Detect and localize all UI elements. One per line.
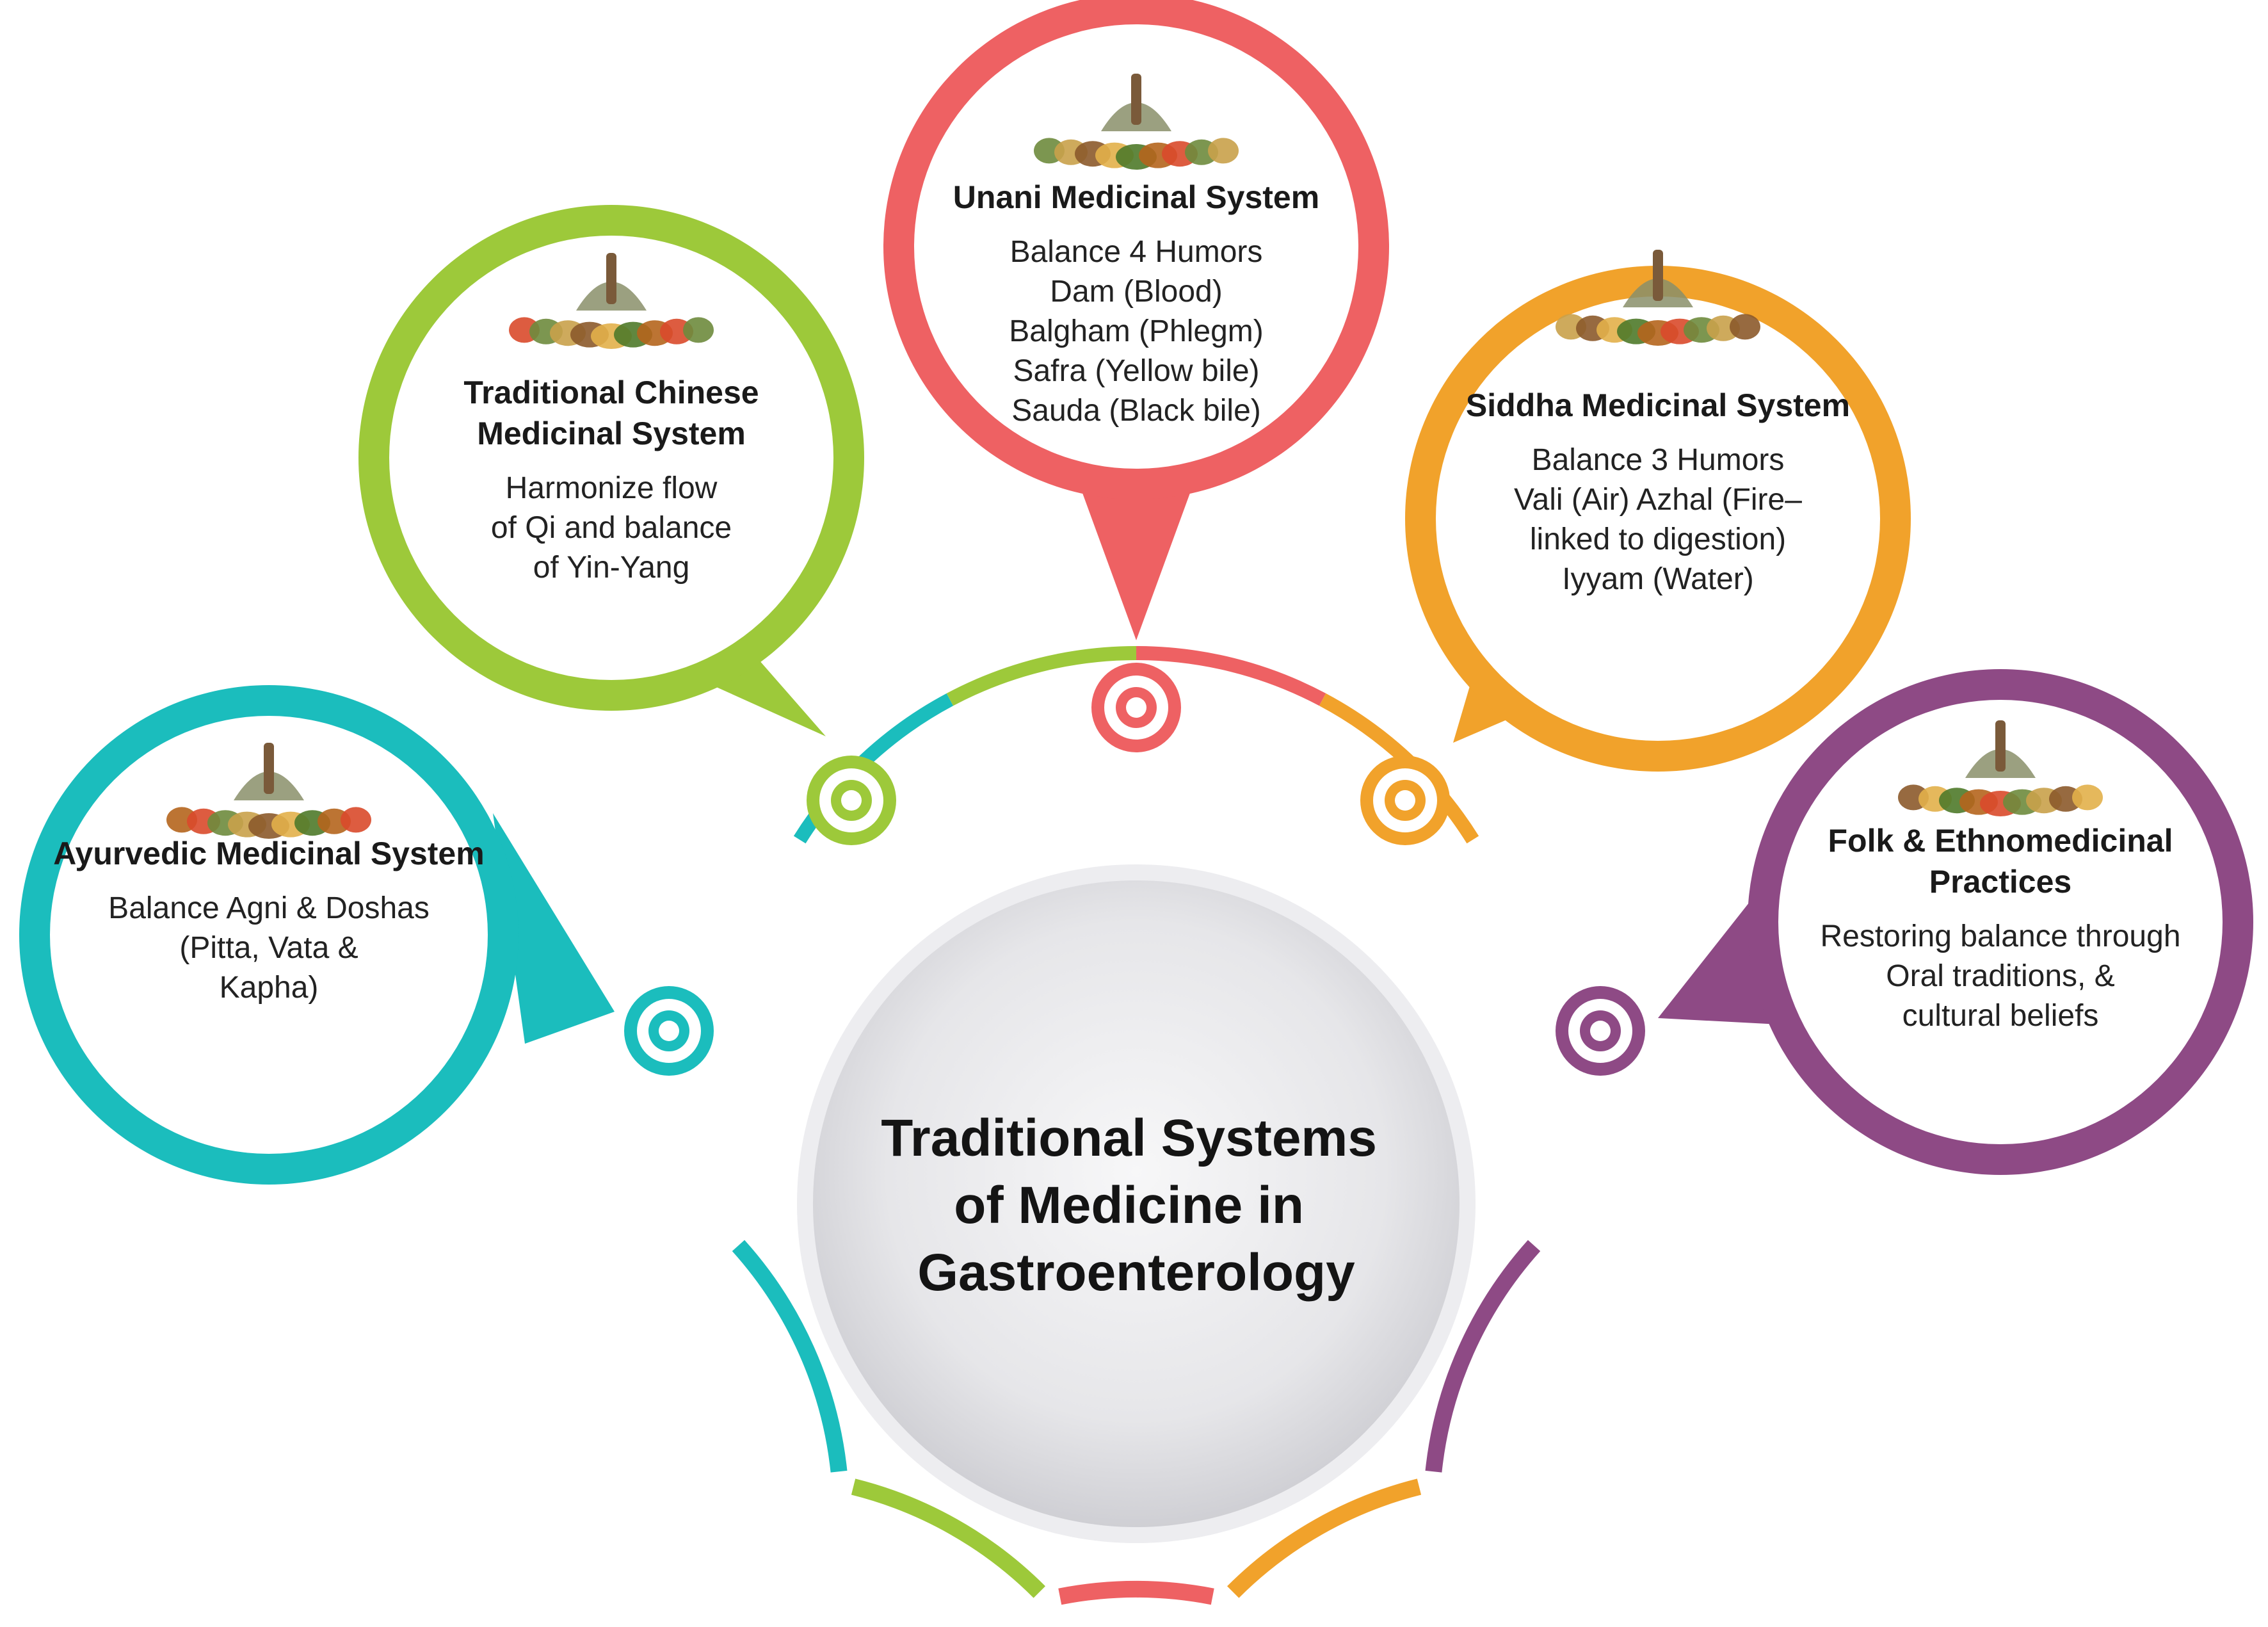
bubble-body-line: cultural beliefs bbox=[1902, 999, 2099, 1033]
bubble-body-line: Harmonize flow bbox=[506, 471, 718, 505]
bubble-body-line: Vali (Air) Azhal (Fire– bbox=[1514, 483, 1802, 517]
bubble-body-line: Oral traditions, & bbox=[1886, 959, 2114, 993]
outer-ring-siddha bbox=[1227, 1478, 1422, 1598]
bubble-face-siddha bbox=[1436, 296, 1880, 741]
healer-with-herbs-icon bbox=[1898, 720, 2103, 816]
mortar-and-spices-icon bbox=[166, 743, 371, 839]
bubble-body-ayurvedic: Balance Agni & Doshas (Pitta, Vata & Kapha… bbox=[108, 891, 430, 1005]
connector-arc-unani bbox=[1136, 646, 1326, 706]
dried-herbs-icon bbox=[509, 253, 714, 349]
bubble-body-line: Balgham (Phlegm) bbox=[1009, 314, 1264, 348]
bubble-body-line: Kapha) bbox=[220, 971, 319, 1005]
bubble-body-line: Balance 3 Humors bbox=[1532, 443, 1785, 477]
outer-ring-chinese bbox=[851, 1478, 1045, 1598]
node-folk bbox=[1556, 986, 1645, 1076]
node-unani bbox=[1091, 663, 1181, 752]
bubble-title-ayurvedic: Ayurvedic Medicinal System bbox=[53, 836, 484, 871]
bubble-tail-unani bbox=[1075, 474, 1197, 640]
bubble-body-line: Sauda (Black bile) bbox=[1011, 394, 1261, 428]
bubble-face-chinese bbox=[389, 236, 833, 680]
svg-text:Traditional Systems of M: Traditional Systems of Medicine in Gastr… bbox=[881, 1109, 1392, 1302]
outer-ring-ayurvedic bbox=[732, 1240, 848, 1473]
center-title-line-1: Traditional Systems bbox=[881, 1109, 1377, 1167]
node-siddha bbox=[1360, 756, 1450, 845]
bubble-body-line: Safra (Yellow bile) bbox=[1013, 354, 1259, 388]
siddha-sage-icon bbox=[1556, 250, 1760, 346]
bubble-body-line: of Yin-Yang bbox=[533, 551, 690, 585]
outer-ring bbox=[732, 1240, 1541, 1605]
center-title-line-3: Gastroenterology bbox=[917, 1243, 1355, 1302]
bubble-title-line: Traditional Chinese bbox=[463, 375, 759, 410]
bubble-title-line: Ayurvedic Medicinal System bbox=[53, 836, 484, 871]
bubble-title-siddha: Siddha Medicinal System bbox=[1466, 387, 1850, 423]
node-ayurvedic bbox=[624, 986, 714, 1076]
bubble-body-chinese: Harmonize flow of Qi and balance of Yin-Ya… bbox=[491, 471, 732, 585]
bubble-tail-ayurvedic bbox=[493, 813, 615, 1044]
bubble-body-line: Dam (Blood) bbox=[1050, 275, 1222, 309]
bubble-body-line: of Qi and balance bbox=[491, 511, 732, 545]
bubble-face-unani bbox=[914, 24, 1358, 469]
bubble-body-line: Balance 4 Humors bbox=[1010, 235, 1263, 269]
outer-ring-folk bbox=[1425, 1240, 1541, 1473]
center-hub: Traditional Systems of Medicine in Gastr… bbox=[797, 864, 1476, 1543]
bubble-body-line: Restoring balance through bbox=[1820, 919, 2180, 953]
node-chinese bbox=[807, 756, 896, 845]
outer-ring-unani bbox=[1058, 1581, 1214, 1605]
bubble-body-line: (Pitta, Vata & bbox=[179, 931, 358, 965]
bubble-title-line: Folk & Ethnomedicinal bbox=[1828, 823, 2173, 859]
bubble-body-line: linked to digestion) bbox=[1530, 522, 1786, 556]
bubble-title-line: Unani Medicinal System bbox=[953, 179, 1319, 215]
bubble-title-line: Siddha Medicinal System bbox=[1466, 387, 1850, 423]
bubble-face-folk bbox=[1778, 700, 2223, 1144]
center-title-line-2: of Medicine in bbox=[954, 1176, 1304, 1234]
bubble-title-line: Medicinal System bbox=[477, 416, 746, 451]
bubble-title-line: Practices bbox=[1929, 864, 2071, 900]
bubble-title-unani: Unani Medicinal System bbox=[953, 179, 1319, 215]
bubble-body-line: Balance Agni & Doshas bbox=[108, 891, 430, 925]
bubble-body-line: Iyyam (Water) bbox=[1562, 562, 1754, 596]
connector-arc-chinese bbox=[946, 646, 1137, 706]
bubble-face-ayurvedic bbox=[50, 716, 488, 1154]
oil-bottle-and-mortar-icon bbox=[1034, 74, 1239, 170]
